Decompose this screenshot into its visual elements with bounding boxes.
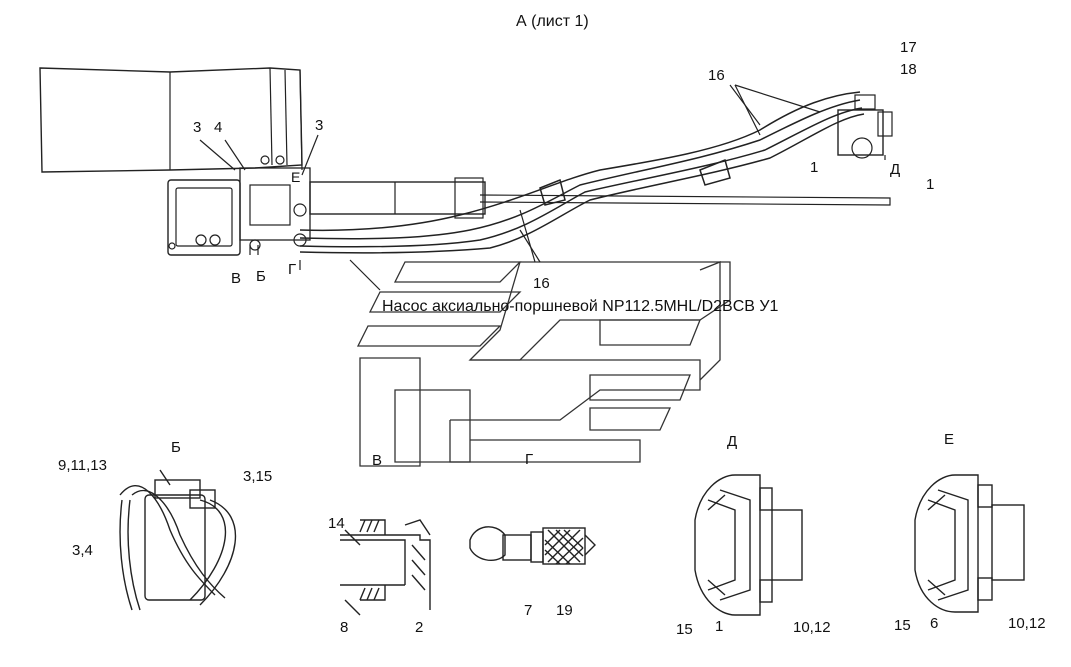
label-view-b-marker: Б xyxy=(256,268,266,285)
label-16-bottom: 16 xyxy=(533,275,550,292)
sheet-title: А (лист 1) xyxy=(516,13,589,30)
detail-v-label-8: 8 xyxy=(340,619,349,636)
detail-d-label-15: 15 xyxy=(676,621,693,638)
detail-v-label-14: 14 xyxy=(328,515,345,532)
label-3-right: 3 xyxy=(315,117,324,134)
view-v-heading: В xyxy=(372,452,383,469)
detail-g-label-19: 19 xyxy=(556,602,573,619)
detail-e-graphic xyxy=(914,474,1025,613)
label-1-right: 1 xyxy=(926,176,935,193)
detail-g-label-7: 7 xyxy=(524,602,533,619)
detail-g-graphic xyxy=(469,526,596,565)
pump-caption: Насос аксиально-поршневой NP112.5MHL/D2B… xyxy=(382,298,779,315)
label-1-mid: 1 xyxy=(810,159,819,176)
detail-b-label-9-11-13: 9,11,13 xyxy=(58,457,107,474)
view-b-heading: Б xyxy=(171,439,181,456)
view-e-heading: Е xyxy=(944,431,955,448)
detail-e-label-10-12: 10,12 xyxy=(1008,615,1046,632)
label-view-g-marker: Г xyxy=(288,261,297,278)
view-d-heading: Д xyxy=(727,433,738,450)
label-16-top: 16 xyxy=(708,67,725,84)
label-4: 4 xyxy=(214,119,223,136)
main-assembly xyxy=(39,67,893,291)
detail-e-label-15: 15 xyxy=(894,617,911,634)
detail-d-label-10-12: 10,12 xyxy=(793,619,831,636)
label-18: 18 xyxy=(900,61,917,78)
detail-v-graphic xyxy=(340,519,431,616)
label-view-v-marker: В xyxy=(231,270,242,287)
label-view-e-marker: Е xyxy=(291,169,301,185)
detail-e-label-6: 6 xyxy=(930,615,939,632)
detail-b-label-3-15: 3,15 xyxy=(243,468,273,485)
detail-b-graphic xyxy=(119,469,237,611)
label-17: 17 xyxy=(900,39,917,56)
label-view-d-marker: Д xyxy=(890,161,901,178)
detail-d-graphic xyxy=(694,474,803,616)
detail-v-label-2: 2 xyxy=(415,619,424,636)
background-shapes xyxy=(356,261,731,467)
view-g-heading: Г xyxy=(525,451,534,468)
label-3-left: 3 xyxy=(193,119,202,136)
detail-d-label-1: 1 xyxy=(715,618,724,635)
detail-b-label-3-4: 3,4 xyxy=(72,542,93,559)
